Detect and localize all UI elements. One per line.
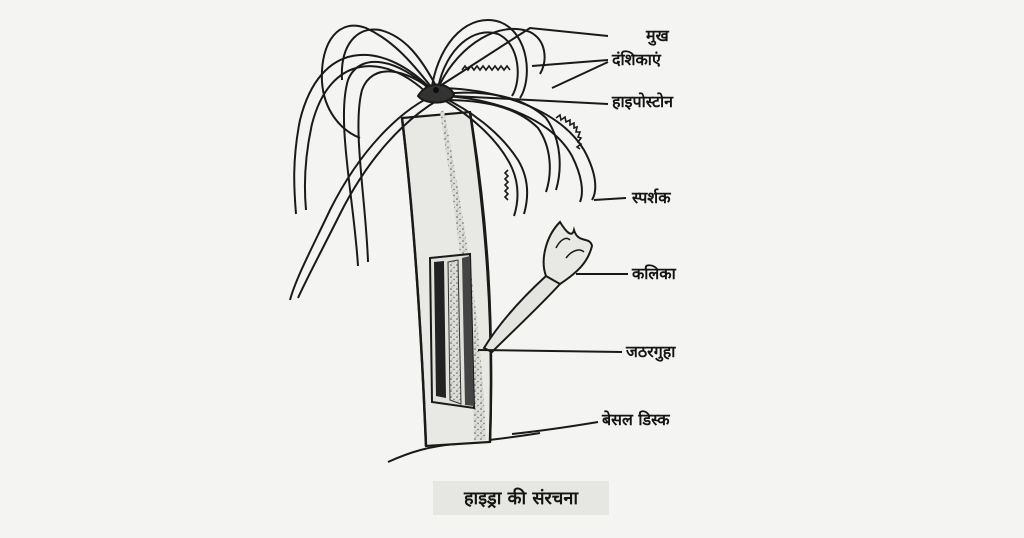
tentacles (289, 19, 597, 301)
hypostome (416, 83, 456, 104)
label-tentacle: स्पर्शक (632, 188, 671, 207)
label-gastric-cavity: जठरगुहा (626, 342, 676, 361)
leader-nematocysts (531, 59, 609, 89)
figure-caption: हाइड्रा की संरचना (433, 481, 609, 515)
label-mouth: मुख (646, 26, 669, 45)
body-wall-section (428, 252, 476, 410)
label-nematocysts: दंशिकाएं (612, 50, 661, 69)
leader-basal-disc (511, 421, 599, 435)
bud (482, 220, 594, 354)
mouth-opening (433, 87, 439, 93)
leader-gastric-cavity (477, 349, 623, 353)
leader-mouth (439, 26, 609, 87)
label-basal-disc: बेसल डिस्क (602, 410, 670, 429)
leader-tentacle (593, 197, 627, 201)
leader-lines (439, 26, 628, 435)
leader-hypostome (451, 95, 609, 105)
label-hypostome: हाइपोस्टोन (612, 92, 674, 111)
label-bud: कलिका (632, 264, 676, 283)
